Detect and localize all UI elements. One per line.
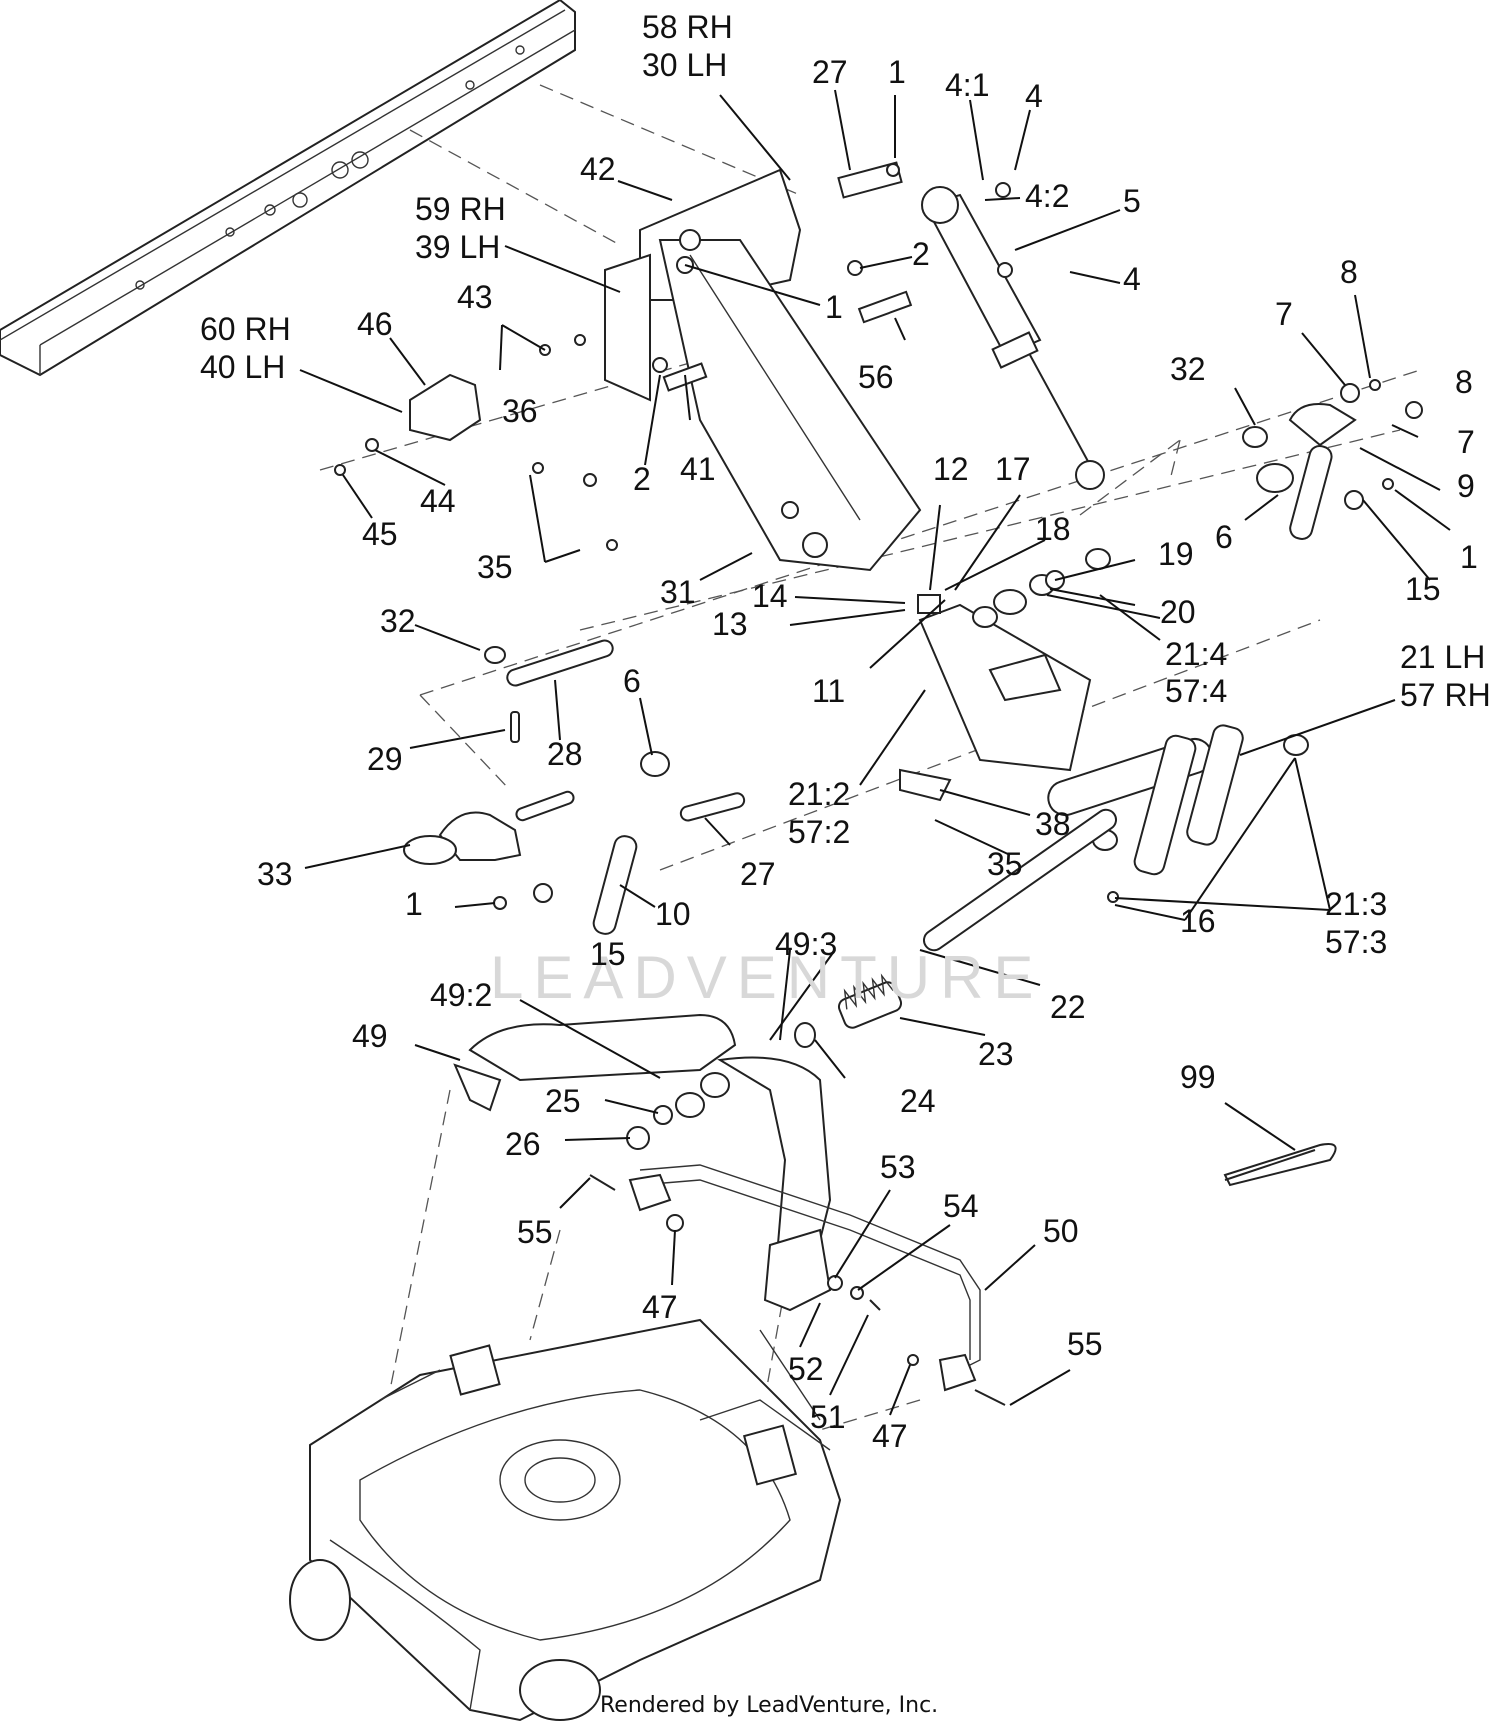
callout-33: 33 xyxy=(257,856,293,892)
callout-57-3: 57:3 xyxy=(1325,924,1387,960)
leader-lines xyxy=(299,89,1451,1416)
callout-35: 35 xyxy=(987,846,1023,882)
callout-20: 20 xyxy=(1160,594,1196,630)
callout-49: 49 xyxy=(352,1018,388,1054)
callout-12: 12 xyxy=(933,451,969,487)
callout-4-1: 4:1 xyxy=(945,67,989,103)
callout-57-4: 57:4 xyxy=(1165,673,1227,709)
callout-1: 1 xyxy=(1460,539,1478,575)
callout-49-2: 49:2 xyxy=(430,977,492,1013)
callout-2: 2 xyxy=(912,236,930,272)
callout-7: 7 xyxy=(1275,296,1293,332)
callout-46: 46 xyxy=(357,306,393,342)
shaft-spring xyxy=(794,808,1119,1048)
callout-6: 6 xyxy=(1215,519,1233,555)
callout-13: 13 xyxy=(712,606,748,642)
callout-labels: 58 RH 30 LH 27 1 4:1 4 42 4:2 5 59 RH 39… xyxy=(200,9,1491,1454)
callout-14: 14 xyxy=(752,578,788,614)
callout-58rh: 58 RH xyxy=(642,9,733,45)
callout-17: 17 xyxy=(995,451,1031,487)
callout-51: 51 xyxy=(810,1399,846,1435)
callout-7: 7 xyxy=(1457,424,1475,460)
callout-16: 16 xyxy=(1180,903,1216,939)
callout-57-2: 57:2 xyxy=(788,814,850,850)
callout-30lh: 30 LH xyxy=(642,47,727,83)
callout-4: 4 xyxy=(1025,78,1043,114)
callout-25: 25 xyxy=(545,1083,581,1119)
callout-2: 2 xyxy=(633,461,651,497)
hydraulic-cylinder xyxy=(921,186,1105,490)
callout-60rh: 60 RH xyxy=(200,311,291,347)
callout-26: 26 xyxy=(505,1126,541,1162)
callout-21lh: 21 LH xyxy=(1400,639,1485,675)
lift-arm xyxy=(899,548,1309,876)
callout-4: 4 xyxy=(1123,261,1141,297)
callout-54: 54 xyxy=(943,1188,979,1224)
callout-11: 11 xyxy=(812,673,845,709)
callout-41: 41 xyxy=(680,451,716,487)
callout-45: 45 xyxy=(362,516,398,552)
callout-15: 15 xyxy=(1405,571,1441,607)
callout-21-2: 21:2 xyxy=(788,776,850,812)
right-links xyxy=(1242,379,1423,540)
callout-36: 36 xyxy=(502,393,538,429)
callout-28: 28 xyxy=(547,736,583,772)
callout-52: 52 xyxy=(788,1351,824,1387)
callout-47: 47 xyxy=(642,1289,678,1325)
pin-clip xyxy=(1223,1143,1337,1187)
left-pins xyxy=(403,639,746,935)
callout-15: 15 xyxy=(590,936,626,972)
callout-9: 9 xyxy=(1457,468,1475,504)
watermark: LEADVENTURE xyxy=(490,944,1043,1011)
callout-23: 23 xyxy=(978,1036,1014,1072)
callout-21-4: 21:4 xyxy=(1165,636,1227,672)
callout-56: 56 xyxy=(858,359,894,395)
callout-21-3: 21:3 xyxy=(1325,886,1387,922)
callout-27: 27 xyxy=(812,54,848,90)
callout-29: 29 xyxy=(367,741,403,777)
callout-32: 32 xyxy=(380,603,416,639)
callout-39lh: 39 LH xyxy=(415,229,500,265)
callout-22: 22 xyxy=(1050,989,1086,1025)
callout-35: 35 xyxy=(477,549,513,585)
callout-31: 31 xyxy=(660,574,696,610)
mower-deck xyxy=(289,1318,842,1722)
callout-43: 43 xyxy=(457,279,493,315)
callout-44: 44 xyxy=(420,483,456,519)
callout-24: 24 xyxy=(900,1083,936,1119)
callout-10: 10 xyxy=(655,896,691,932)
deck-lift-frame xyxy=(453,1013,1006,1406)
callout-47: 47 xyxy=(872,1418,908,1454)
callout-8: 8 xyxy=(1340,254,1358,290)
callout-5: 5 xyxy=(1123,183,1141,219)
mount-bracket xyxy=(604,168,922,572)
callout-8: 8 xyxy=(1455,364,1473,400)
callout-55: 55 xyxy=(517,1214,553,1250)
callout-38: 38 xyxy=(1035,806,1071,842)
callout-32: 32 xyxy=(1170,351,1206,387)
callout-1: 1 xyxy=(405,886,423,922)
callout-4-2: 4:2 xyxy=(1025,178,1069,214)
callout-40lh: 40 LH xyxy=(200,349,285,385)
callout-1: 1 xyxy=(825,289,843,325)
callout-57rh: 57 RH xyxy=(1400,677,1491,713)
callout-53: 53 xyxy=(880,1149,916,1185)
callout-1: 1 xyxy=(888,54,906,90)
callout-49-3: 49:3 xyxy=(775,926,837,962)
callout-55: 55 xyxy=(1067,1326,1103,1362)
callout-19: 19 xyxy=(1158,536,1194,572)
footer-credit: Rendered by LeadVenture, Inc. xyxy=(600,1693,938,1718)
callout-99: 99 xyxy=(1180,1059,1216,1095)
callout-27: 27 xyxy=(740,856,776,892)
callout-42: 42 xyxy=(580,151,616,187)
callout-59rh: 59 RH xyxy=(415,191,506,227)
callout-18: 18 xyxy=(1035,511,1071,547)
hitch xyxy=(334,373,482,476)
callout-6: 6 xyxy=(623,663,641,699)
callout-50: 50 xyxy=(1043,1213,1079,1249)
frame-rail xyxy=(0,0,576,377)
